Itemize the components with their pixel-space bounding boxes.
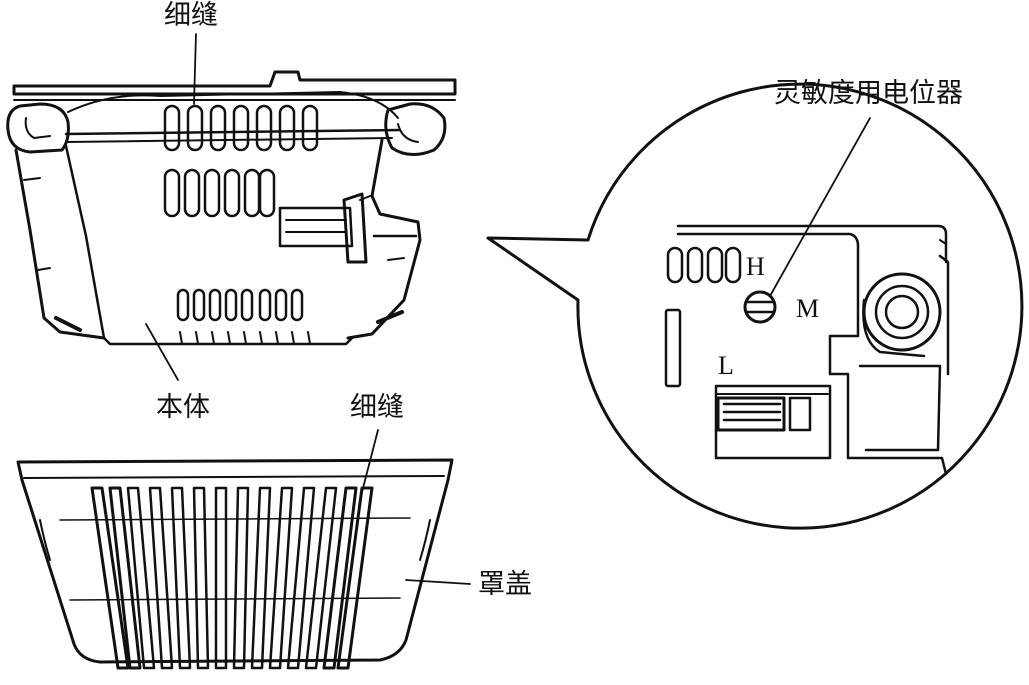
body-label: 本体 <box>156 392 210 423</box>
setting-high-label: H <box>746 252 765 281</box>
cover-slits <box>90 486 374 670</box>
main-body-drawing <box>6 70 457 346</box>
setting-medium-label: M <box>796 294 820 323</box>
body-middle-slots <box>163 168 276 218</box>
body-top-slots <box>163 104 319 152</box>
slit-label-top: 细缝 <box>164 0 218 31</box>
body-bottom-slots <box>176 288 304 322</box>
cover-label: 罩盖 <box>478 569 532 600</box>
callout-knob <box>862 272 942 358</box>
callout-slots <box>666 246 742 284</box>
leader-lines <box>145 33 871 585</box>
potentiometer-label: 灵敏度用电位器 <box>774 78 963 109</box>
slit-label-cover: 细缝 <box>350 392 404 423</box>
sensitivity-potentiometer <box>743 290 777 324</box>
setting-low-label: L <box>718 351 734 380</box>
magnified-view <box>486 82 1024 530</box>
